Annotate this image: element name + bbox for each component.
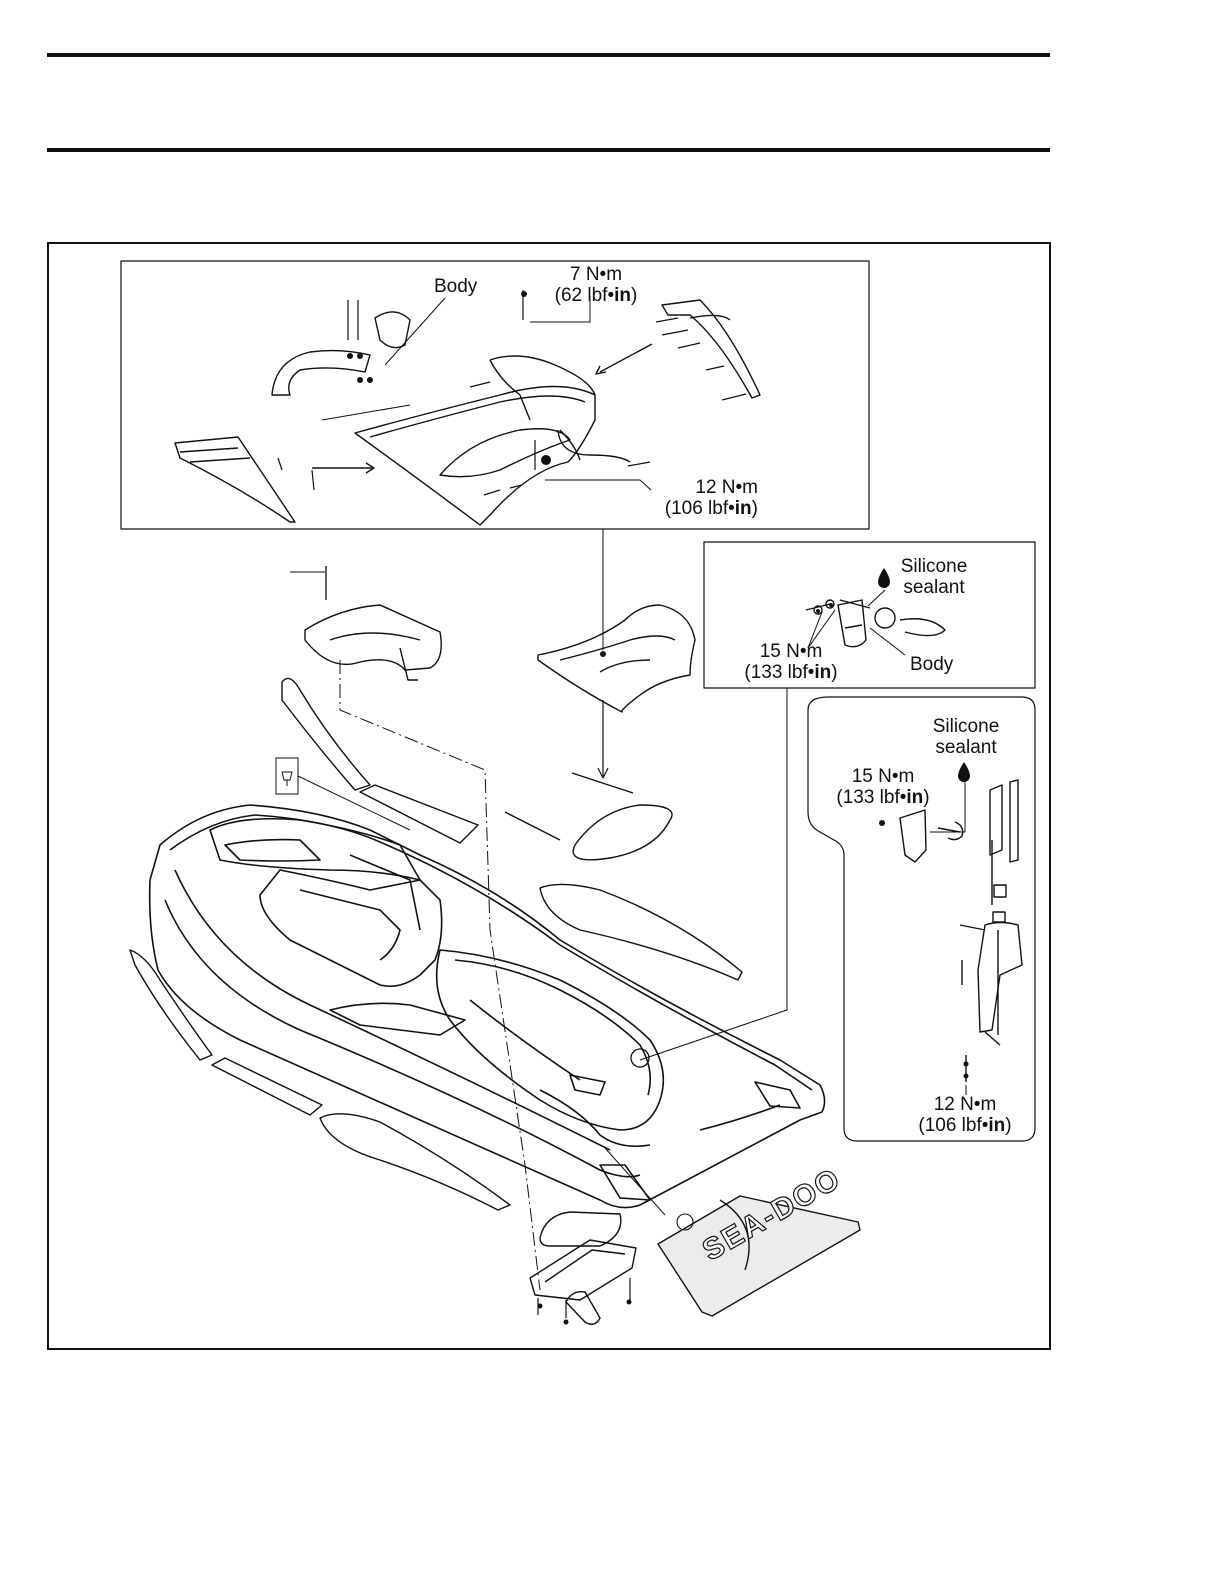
top-arrows	[312, 344, 652, 473]
rear-tray	[530, 1240, 636, 1300]
mat-front-oval	[573, 805, 672, 860]
right-inset-parts	[806, 600, 945, 647]
right-body-label: Body	[910, 654, 953, 675]
torque-imperial: (133 lbf•in)	[830, 787, 936, 808]
torque-metric: 15 N•m	[738, 641, 844, 662]
rear-tray-inner	[545, 1250, 625, 1282]
torque-metric: 7 N•m	[546, 264, 646, 285]
right-torque-15nm: 15 N•m (133 lbf•in)	[738, 641, 844, 683]
lower-torque-12nm: 12 N•m (106 lbf•in)	[912, 1094, 1018, 1136]
lower-inset-column	[960, 780, 1022, 1082]
mat-upper-right-strip	[505, 812, 560, 840]
dashdot-centerlines	[340, 660, 540, 1290]
torque-imperial: (133 lbf•in)	[738, 662, 844, 683]
torque-metric: 12 N•m	[912, 1094, 1018, 1115]
lower-inset-box	[808, 697, 1035, 1141]
top-glovebox-lid	[272, 312, 410, 395]
sealant-line-1: Silicone	[924, 716, 1008, 737]
bolt-icon	[282, 772, 292, 786]
lower-inset-hinge	[900, 810, 963, 862]
droplet-icon	[958, 762, 970, 782]
mat-lower-left-pad	[212, 1058, 322, 1115]
torque-imperial: (106 lbf•in)	[652, 498, 758, 519]
sealant-line-2: sealant	[892, 577, 976, 598]
mat-lower-left-strip-2	[320, 1114, 510, 1210]
sealant-line-2: sealant	[924, 737, 1008, 758]
torque-imperial: (106 lbf•in)	[912, 1115, 1018, 1136]
top-torque-7nm: 7 N•m (62 lbf•in)	[546, 264, 646, 306]
hull-storage-leader	[605, 1148, 665, 1215]
lower-torque-15nm: 15 N•m (133 lbf•in)	[830, 766, 936, 808]
top-leader-lines	[322, 296, 651, 490]
rear-pump	[566, 1292, 600, 1325]
top-torque-12nm: 12 N•m (106 lbf•in)	[652, 477, 758, 519]
torque-metric: 12 N•m	[652, 477, 758, 498]
fastener-detail-box	[276, 758, 298, 794]
mat-right-side	[540, 884, 742, 980]
torque-imperial: (62 lbf•in)	[546, 285, 646, 306]
upper-storage-tray	[305, 605, 441, 680]
mat-upper-left-strip	[282, 678, 370, 790]
top-center-front-cowl	[355, 356, 595, 525]
top-left-side-panel	[175, 437, 295, 522]
mat-lower-left-strip-1	[130, 950, 212, 1060]
sealant-line-1: Silicone	[892, 556, 976, 577]
lower-sealant-label: Silicone sealant	[924, 716, 1008, 758]
torque-metric: 15 N•m	[830, 766, 936, 787]
top-right-handlebar-trim	[662, 300, 760, 398]
rear-access-cover	[540, 1212, 621, 1246]
right-sealant-label: Silicone sealant	[892, 556, 976, 598]
middle-front-deck	[538, 605, 695, 712]
hull-body	[150, 805, 825, 1208]
top-body-label: Body	[434, 276, 477, 297]
droplet-icon	[878, 568, 890, 588]
